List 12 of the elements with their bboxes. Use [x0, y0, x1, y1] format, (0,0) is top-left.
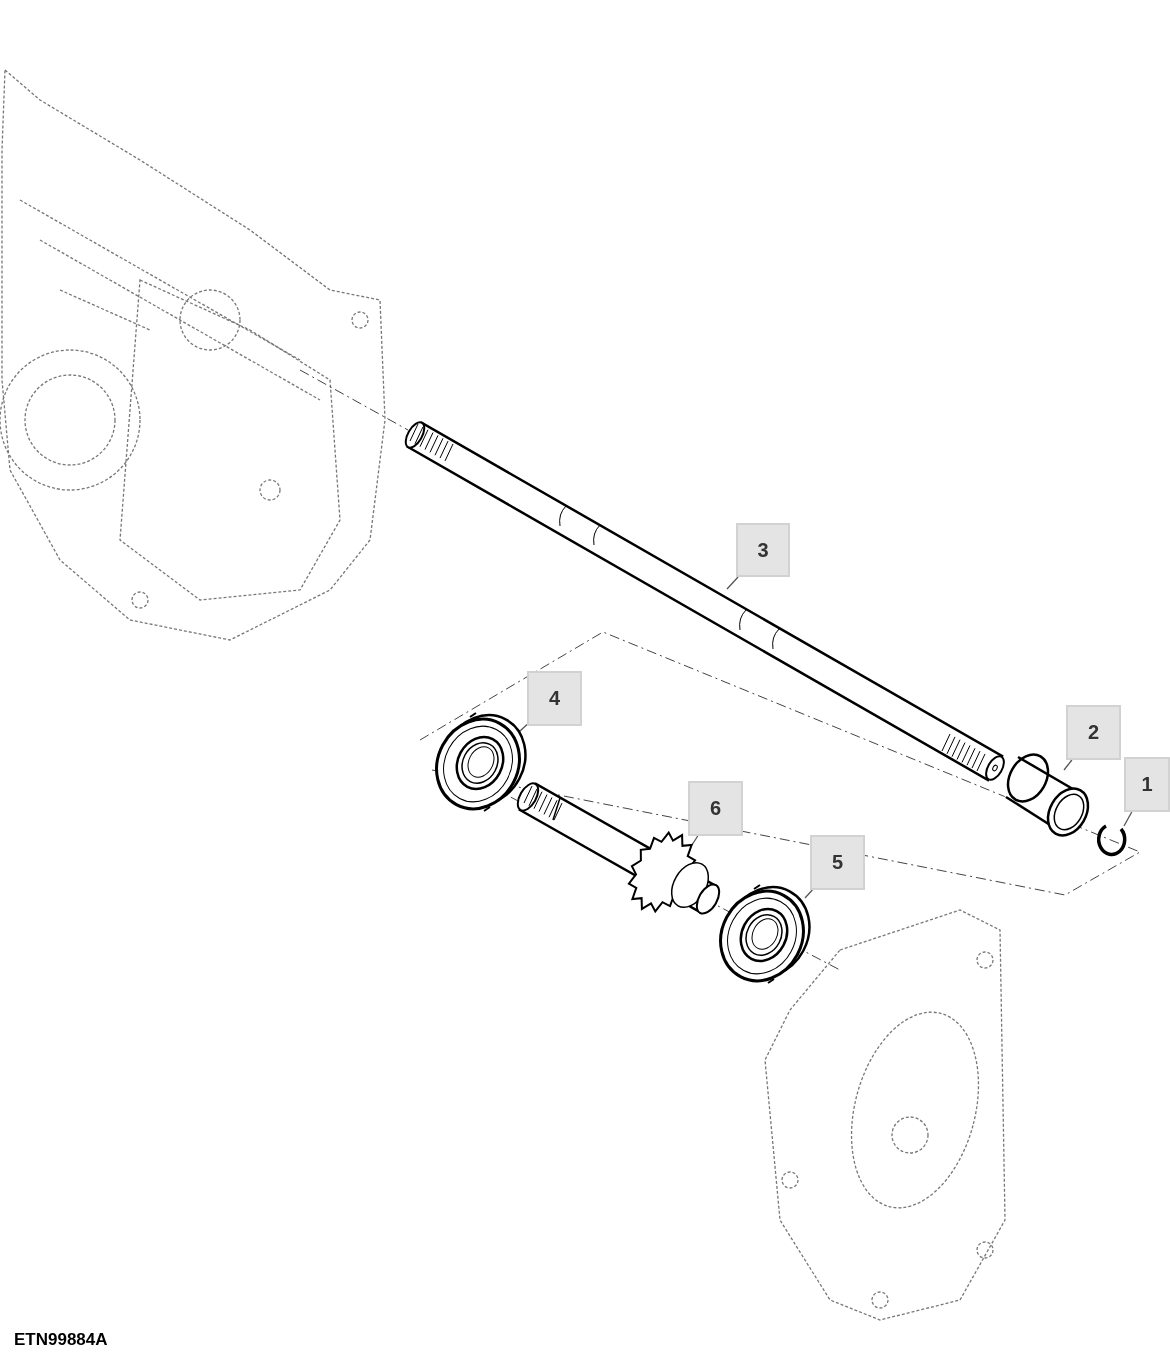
- callout-number: 5: [810, 835, 865, 890]
- leader-line: [1123, 811, 1133, 827]
- figure-code: ETN99884A: [14, 1330, 108, 1350]
- callout-number: 6: [688, 781, 743, 836]
- leader-line: [804, 889, 813, 899]
- leader-line: [518, 723, 528, 733]
- callout-number: 1: [1124, 757, 1170, 812]
- callout-number: 3: [736, 523, 790, 577]
- leader-line: [1063, 759, 1073, 771]
- callout-number: 4: [527, 671, 582, 726]
- callout-number: 2: [1066, 705, 1121, 760]
- leader-line: [726, 576, 739, 590]
